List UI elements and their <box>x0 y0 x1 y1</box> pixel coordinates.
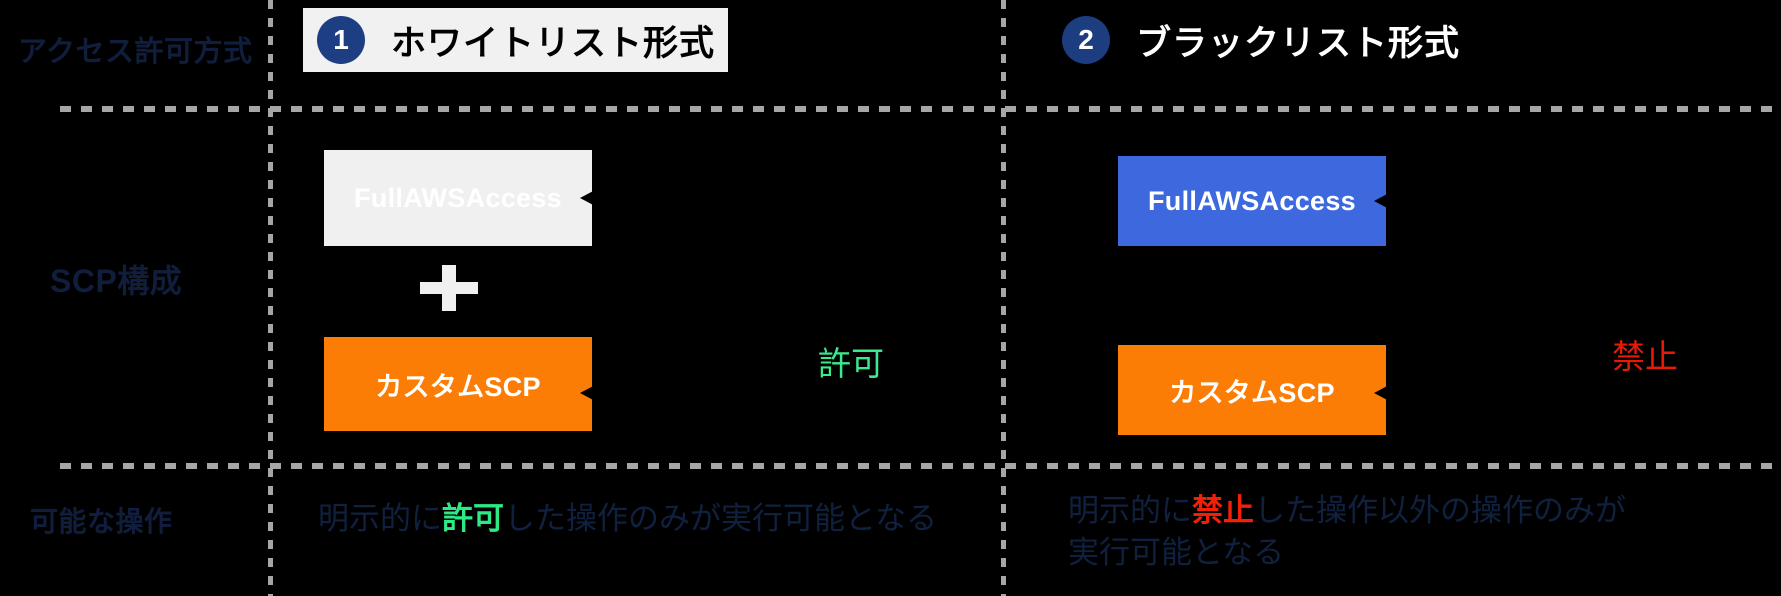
column-1-custom-scp-label: カスタムSCP <box>375 371 541 402</box>
column-1-description-highlight: 許可 <box>442 501 504 536</box>
column-1-full-access-box: FullAWSAccess <box>324 150 592 246</box>
column-2-title: ブラックリスト形式 <box>1136 23 1461 63</box>
column-2-full-access-label: FullAWSAccess <box>1148 185 1356 216</box>
column-2-custom-scp-box: カスタムSCP <box>1118 345 1386 435</box>
horizontal-divider-bottom <box>60 463 1781 469</box>
row-label-scp-config: SCP構成 <box>50 263 183 299</box>
column-2-full-access-arrow-left-icon <box>1374 192 1391 210</box>
column-1-custom-scp-arrow-left-icon <box>580 384 597 402</box>
column-1-description: 明示的に許可した操作のみが実行可能となる <box>318 498 978 540</box>
column-2-description-prefix: 明示的に <box>1068 493 1192 528</box>
column-2-description-highlight: 禁止 <box>1192 493 1254 528</box>
horizontal-divider-top <box>60 106 1781 112</box>
column-2-custom-scp-label: カスタムSCP <box>1169 377 1335 408</box>
column-2-custom-scp-arrow-left-icon <box>1374 384 1391 402</box>
row-label-access-method: アクセス許可方式 <box>18 36 253 68</box>
column-1-full-access-arrow-left-icon <box>580 189 597 207</box>
column-1-title: ホワイトリスト形式 <box>391 23 716 63</box>
column-2-number-badge: 2 <box>1062 16 1110 64</box>
column-1-description-suffix: した操作のみが実行可能となる <box>504 501 938 536</box>
column-2-description: 明示的に禁止した操作以外の操作のみが 実行可能となる <box>1068 490 1758 574</box>
column-1-verdict: 許可 <box>818 345 884 382</box>
column-2-verdict: 禁止 <box>1612 338 1678 375</box>
column-2-header: 2 ブラックリスト形式 <box>1048 8 1518 72</box>
vertical-divider-right <box>1001 0 1006 596</box>
vertical-divider-left <box>268 0 273 596</box>
column-1-description-prefix: 明示的に <box>318 501 442 536</box>
plus-icon <box>420 265 478 311</box>
column-1-custom-scp-box: カスタムSCP <box>324 337 592 431</box>
column-1-number-badge: 1 <box>317 16 365 64</box>
column-2-full-access-box: FullAWSAccess <box>1118 156 1386 246</box>
column-1-full-access-label: FullAWSAccess <box>354 182 562 213</box>
column-2-description-suffix: した操作以外の操作のみが 実行可能となる <box>1068 493 1626 570</box>
column-1-header: 1 ホワイトリスト形式 <box>303 8 728 72</box>
row-label-possible-operations: 可能な操作 <box>30 506 173 537</box>
